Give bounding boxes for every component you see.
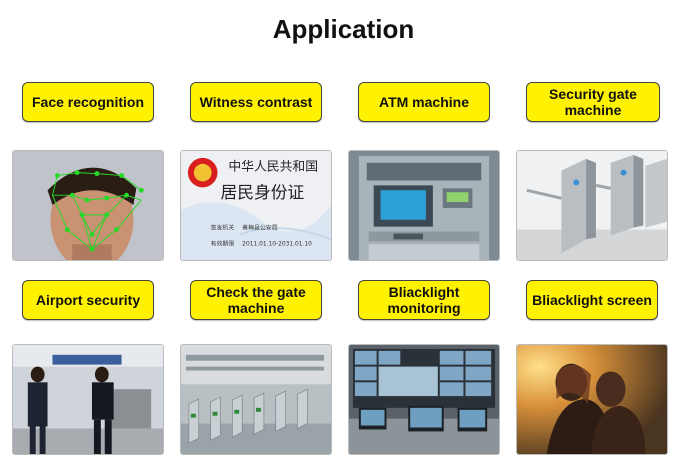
card-subtitle-line: 居民身份证 [220,182,304,202]
face-recognition-photo [12,150,164,261]
id-card-photo: 中华人民共和国 居民身份证 签发机关 黄梅县公安局 有效期限 2011.01.1… [180,150,332,261]
card-authority-label: 签发机关 [211,224,235,232]
label-face-recognition: Face recognition [22,82,154,122]
label-backlight-monitoring: Bliacklight monitoring [358,280,490,320]
card-authority-value: 黄梅县公安局 [242,224,278,232]
airport-security-photo [12,344,164,455]
card-title-line: 中华人民共和国 [228,160,318,175]
monitoring-wall-photo [348,344,500,455]
page-title: Application [272,14,415,44]
security-gate-photo [516,150,668,261]
gate-check-photo [180,344,332,455]
card-validity-value: 2011.01.10-2031.01.10 [242,241,312,247]
card-validity-label: 有效期限 [211,239,235,247]
atm-machine-photo [348,150,500,261]
backlight-couple-photo [516,344,668,455]
label-check-the-gate: Check the gate machine [190,280,322,320]
label-atm-machine: ATM machine [358,82,490,122]
label-security-gate: Security gate machine [526,82,660,122]
label-witness-contrast: Witness contrast [190,82,322,122]
label-backlight-screen: Bliacklight screen [526,280,658,320]
label-airport-security: Airport security [22,280,154,320]
